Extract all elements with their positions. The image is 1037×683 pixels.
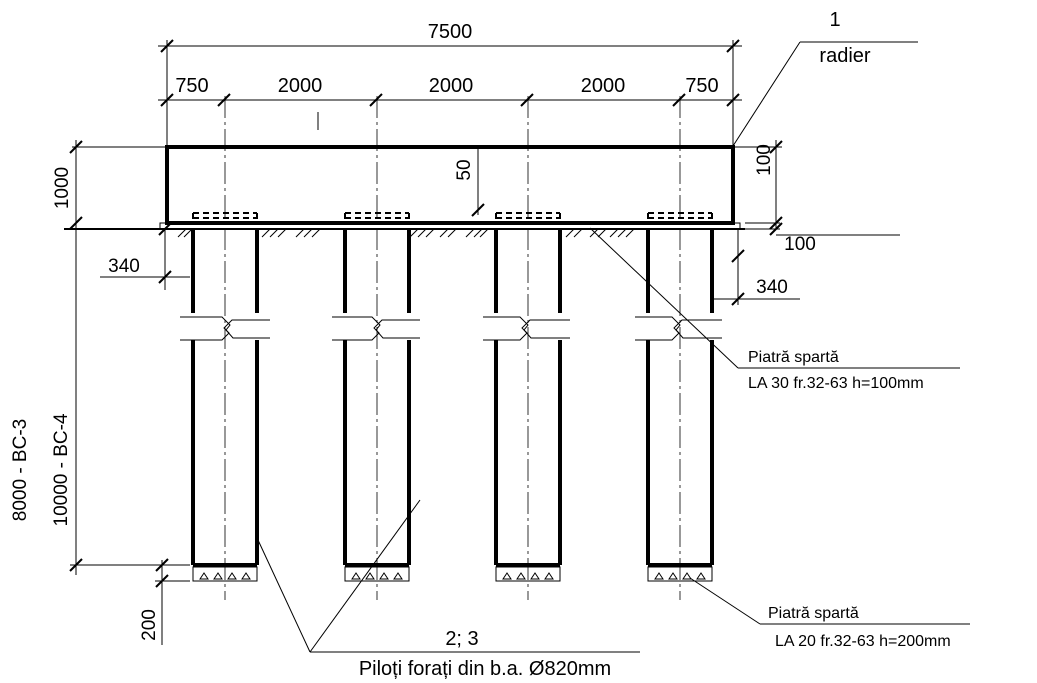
pile-length-dimension: 8000 - BC-3 10000 - BC-4	[10, 340, 190, 575]
embed-left-label: 340	[108, 256, 140, 277]
raft-name: radier	[819, 45, 870, 67]
pile-length-bc3-label: 8000 - BC-3	[10, 419, 31, 521]
raft-callout: 1 radier	[732, 9, 918, 147]
overall-dimension: 7500	[158, 21, 742, 146]
gravel-bottom-callout: Piatră spartă LA 20 fr.32-63 h=200mm	[689, 577, 970, 650]
raft-right-dimension: 100	[735, 140, 783, 230]
raft-inner-label: 50	[454, 159, 475, 180]
overall-width-label: 7500	[428, 21, 473, 43]
edge-right-label: 750	[685, 75, 718, 97]
embed-right-label: 340	[756, 277, 788, 298]
embed-right-dimension: 340	[714, 229, 800, 306]
gravel-layer-top: 100	[64, 216, 900, 255]
base-layer-dimension: 200	[139, 558, 190, 645]
pile-1	[180, 212, 270, 582]
pile-axes	[224, 96, 681, 600]
gravel-thickness-label: 100	[784, 234, 816, 255]
gravel-top-title: Piatră spartă	[748, 349, 839, 366]
base-layer-label: 200	[139, 609, 160, 641]
pile-base-gravel	[199, 572, 706, 580]
piles-number: 2; 3	[445, 628, 478, 650]
span-dimension-chain: 750 2000 2000 2000 750	[158, 75, 742, 130]
span-1-label: 2000	[278, 75, 323, 97]
pile-4	[635, 212, 722, 582]
span-3-label: 2000	[581, 75, 626, 97]
span-2-label: 2000	[429, 75, 474, 97]
raft-number: 1	[829, 9, 840, 31]
gravel-top-callout: Piatră spartă LA 30 fr.32-63 h=100mm	[589, 227, 960, 392]
raft	[165, 145, 735, 225]
gravel-bottom-title: Piatră spartă	[768, 605, 859, 622]
pile-3	[483, 212, 570, 582]
edge-left-label: 750	[175, 75, 208, 97]
piles-name: Piloți forați din b.a. Ø820mm	[359, 658, 611, 680]
pile-length-bc4-label: 10000 - BC-4	[51, 413, 72, 526]
raft-height-label: 1000	[52, 167, 73, 209]
raft-right-label: 100	[754, 144, 775, 176]
gravel-bottom-spec: LA 20 fr.32-63 h=200mm	[775, 633, 951, 650]
piles-callout: 2; 3 Piloți forați din b.a. Ø820mm	[257, 499, 640, 680]
gravel-top-spec: LA 30 fr.32-63 h=100mm	[748, 375, 924, 392]
pile-2	[332, 212, 420, 582]
raft-inner-dimension: 50	[454, 147, 485, 217]
embed-left-dimension: 340	[100, 222, 190, 290]
raft-height-dimension: 1000	[52, 140, 165, 340]
